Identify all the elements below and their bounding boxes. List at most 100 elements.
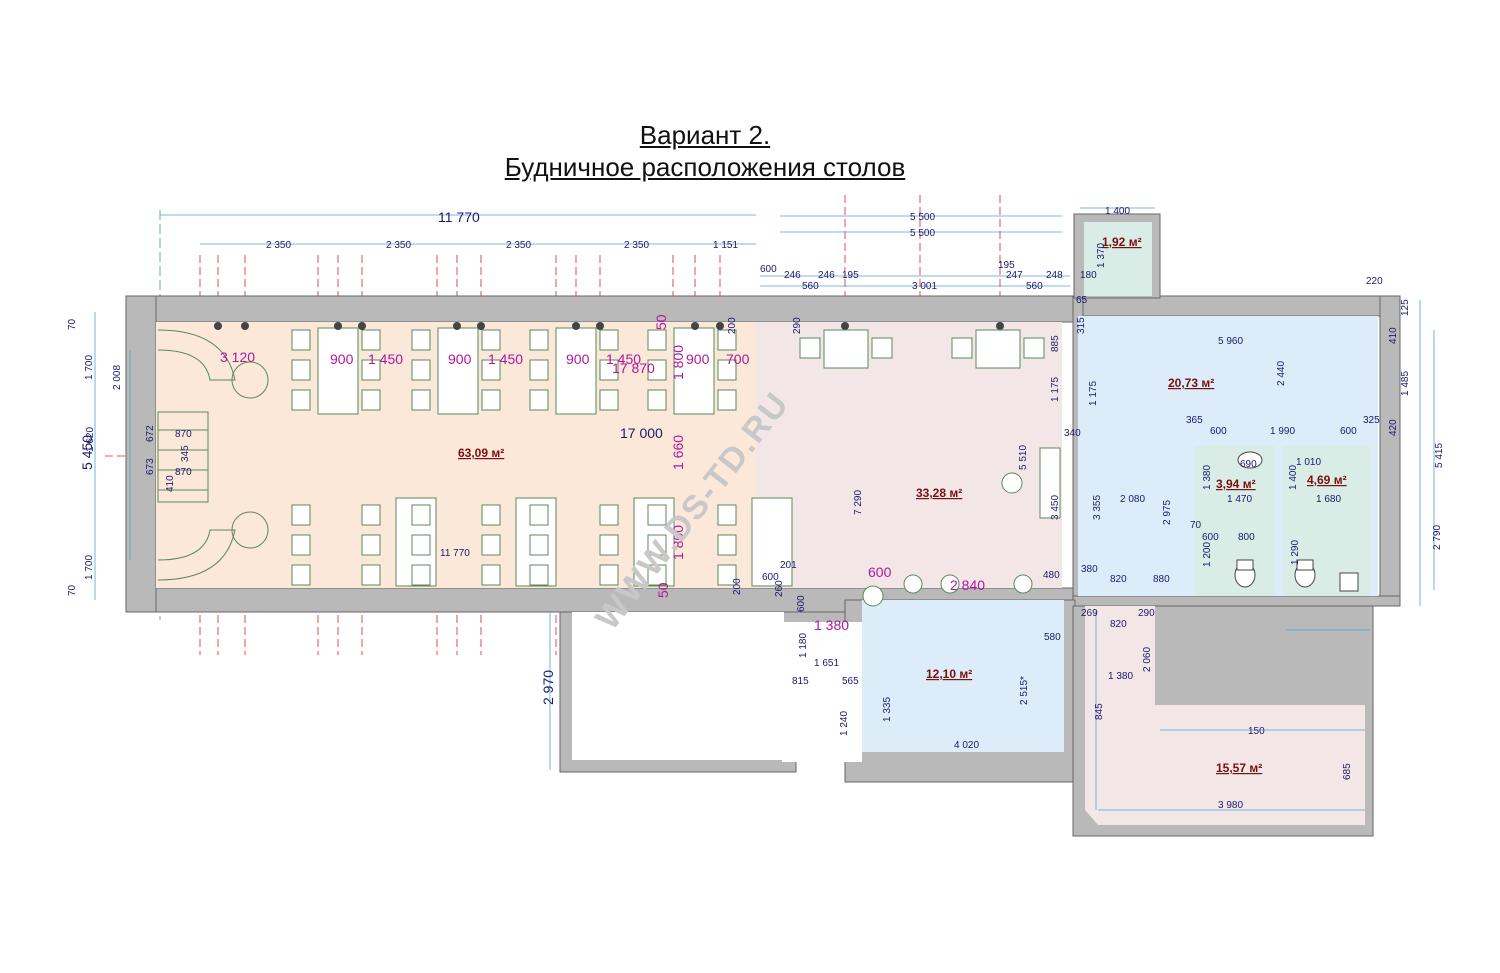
corridor <box>782 622 862 762</box>
chair <box>411 359 431 381</box>
chair <box>717 504 737 526</box>
dimension-label: 125 <box>1400 299 1411 316</box>
dim-top-8: 1 400 <box>1105 206 1130 217</box>
table <box>751 497 793 587</box>
middle-tables <box>799 329 1061 607</box>
dim-row-13: 220 <box>1366 276 1383 287</box>
dim-m-9: 50 <box>653 314 669 330</box>
dim-row-8: 248 <box>1046 270 1063 281</box>
dimension-label: 17 870 <box>612 360 655 376</box>
chair <box>647 534 667 556</box>
dim-top-5: 1 151 <box>713 240 738 251</box>
room-wc2-area: 4,69 м² <box>1307 473 1347 487</box>
chair <box>481 504 501 526</box>
dimension-label: 315 <box>1076 317 1087 334</box>
courtyard <box>572 612 784 760</box>
room-small-top-fill <box>1084 222 1152 296</box>
dim-top-2: 2 350 <box>386 240 411 251</box>
dimension-label: 1 990 <box>1270 426 1295 437</box>
chair <box>291 389 311 411</box>
dim-top-4: 2 350 <box>624 240 649 251</box>
dimension-label: 600 <box>762 572 779 583</box>
dimension-label: 1 700 <box>84 555 95 580</box>
chair <box>361 389 381 411</box>
chair <box>529 359 549 381</box>
chair <box>647 389 667 411</box>
dim-row-6: 195 <box>998 260 1015 271</box>
dimension-label: 4 020 <box>954 740 979 751</box>
dimension-label: 269 <box>1081 608 1098 619</box>
chair <box>291 534 311 556</box>
dimension-label: 2 970 <box>540 670 556 705</box>
chair <box>361 329 381 351</box>
dimension-label: 11 770 <box>440 548 470 559</box>
dim-m-4: 1 450 <box>488 351 523 367</box>
chair <box>599 329 619 351</box>
dimension-label: 290 <box>1138 608 1155 619</box>
table <box>673 327 715 415</box>
dimension-label: 800 <box>1238 532 1255 543</box>
dimension-label: 685 <box>1342 763 1353 780</box>
lamp-marker <box>841 322 849 330</box>
dim-row-2: 246 <box>818 270 835 281</box>
dimension-label: 1 485 <box>1400 371 1411 396</box>
dimension-label: 2 975 <box>1162 500 1173 525</box>
dim-row-7: 247 <box>1006 270 1023 281</box>
chair <box>411 389 431 411</box>
dimension-label: 340 <box>1064 428 1081 439</box>
dim-row-5: 3 001 <box>912 281 937 292</box>
dim-top-6: 5 500 <box>910 212 935 223</box>
dimension-label: 673 <box>145 458 156 475</box>
plan-title-line1: Вариант 2. <box>639 120 771 150</box>
dim-top-3: 2 350 <box>506 240 531 251</box>
dimension-label: 1 240 <box>839 711 850 736</box>
room-lower-area: 12,10 м² <box>926 667 972 681</box>
dim-row-0: 600 <box>760 264 777 275</box>
dimension-label: 1 680 <box>1316 494 1341 505</box>
dimension-label: 820 <box>1110 574 1127 585</box>
table <box>437 327 479 415</box>
dimension-label: 150 <box>1248 726 1265 737</box>
dimension-label: 2 440 <box>1276 361 1287 386</box>
dimension-lines <box>94 207 1435 811</box>
dimension-label: 600 <box>1340 426 1357 437</box>
room-lower-fill <box>862 600 1064 752</box>
chair <box>481 534 501 556</box>
lamp-marker <box>358 322 366 330</box>
chair <box>481 329 501 351</box>
dimension-label: 870 <box>175 429 192 440</box>
room-small-top-area: 1,92 м² <box>1102 235 1142 249</box>
dimension-label: 1 180 <box>798 633 809 658</box>
dim-row-12: 65 <box>1076 295 1088 306</box>
chair <box>529 389 549 411</box>
chair <box>361 359 381 381</box>
dimension-label: 325 <box>1363 415 1380 426</box>
dimension-label: 565 <box>842 676 859 687</box>
chair <box>599 359 619 381</box>
dimension-label: 380 <box>1081 564 1098 575</box>
dim-m-2: 1 450 <box>368 351 403 367</box>
chair <box>291 504 311 526</box>
dimension-label: 7 290 <box>853 490 864 515</box>
chair <box>291 329 311 351</box>
chair <box>717 359 737 381</box>
dimension-label: 365 <box>1186 415 1203 426</box>
dim-m-6: 1 450 <box>606 351 641 367</box>
lamp-marker <box>691 322 699 330</box>
lamp-marker <box>214 322 222 330</box>
plan-title-line2: Будничное расположения столов <box>504 152 906 182</box>
room-hall-area: 63,09 м² <box>458 446 504 460</box>
lamp-marker <box>572 322 580 330</box>
dimension-label: 410 <box>165 475 176 492</box>
dimension-label: 2 080 <box>1120 494 1145 505</box>
dim-top-total: 11 770 <box>438 209 480 225</box>
dimension-label: 1 175 <box>1088 381 1099 406</box>
chair <box>599 504 619 526</box>
dimension-label: 3 450 <box>1050 495 1061 520</box>
dimension-label: 600 <box>796 595 807 612</box>
dimension-label: 690 <box>1240 459 1257 470</box>
chair <box>717 534 737 556</box>
room-wc1-fill <box>1195 446 1275 596</box>
